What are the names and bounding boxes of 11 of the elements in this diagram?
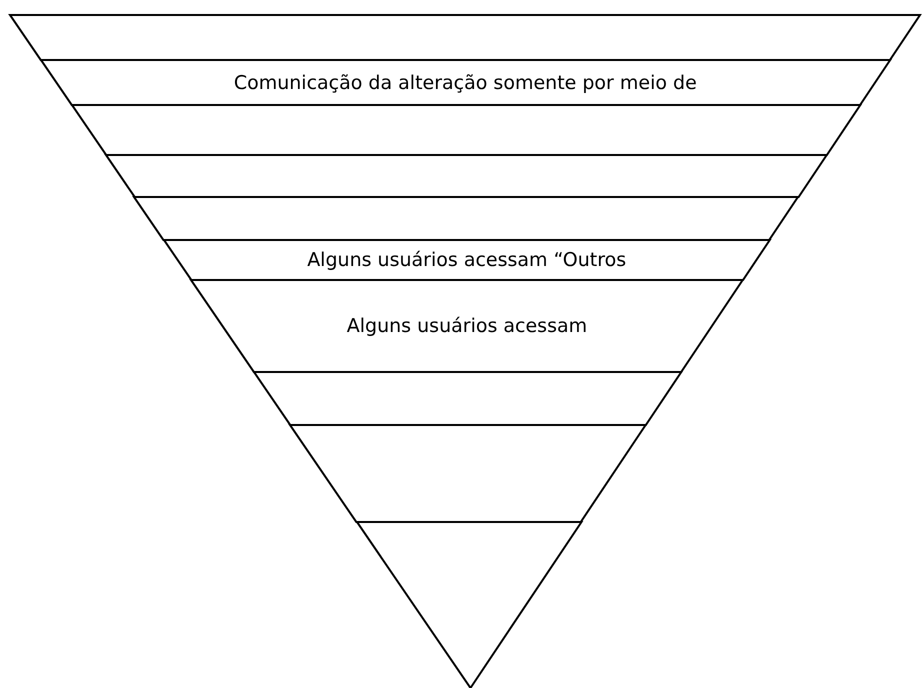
- funnel-band: [10, 15, 920, 60]
- funnel-tip: [356, 522, 581, 688]
- funnel-band: [106, 155, 826, 197]
- funnel-band: [72, 105, 860, 155]
- funnel-band: [164, 240, 770, 280]
- band-label: Alguns usuários acessam “Outros: [307, 249, 626, 271]
- funnel-band: [134, 197, 798, 240]
- funnel-band: [290, 425, 646, 522]
- band-label: Comunicação da alteração somente por meio de: [234, 72, 697, 94]
- funnel-band: [40, 60, 890, 105]
- band-label: Alguns usuários acessam: [346, 315, 588, 337]
